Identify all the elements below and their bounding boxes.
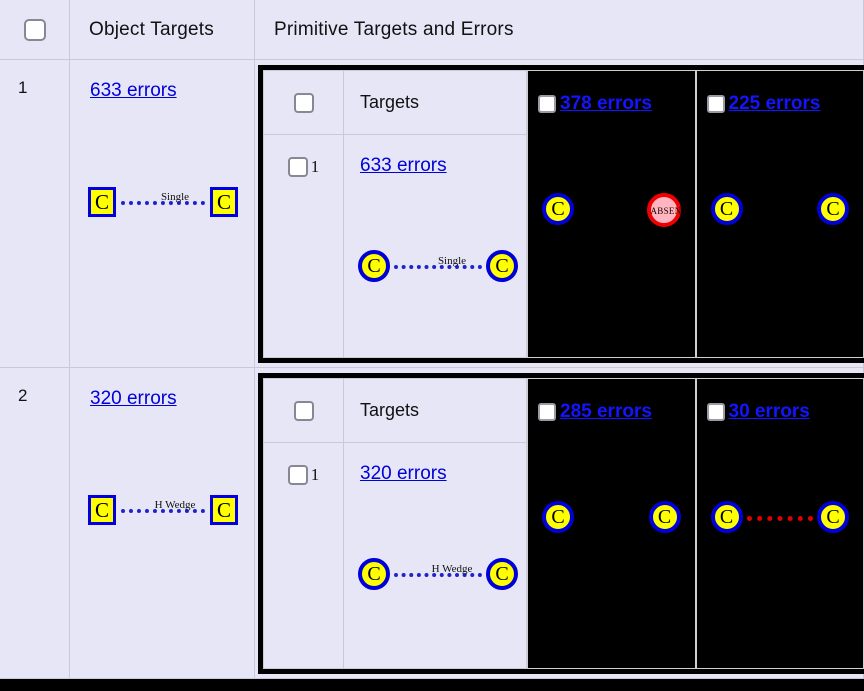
error-panel-header: 285 errors	[538, 401, 652, 423]
object-bond-line: H Wedge	[121, 499, 205, 516]
error-panel-link[interactable]: 30 errors	[728, 401, 810, 422]
error-molecule-diagram: C ABSENT	[542, 193, 687, 233]
object-atom-left: C	[88, 187, 116, 217]
header-select-all-cell	[0, 0, 70, 60]
primitive-bond-label: H Wedge	[431, 563, 473, 575]
object-targets-header-label: Object Targets	[89, 18, 214, 40]
primitive-cell: Targets 1	[255, 60, 864, 368]
primitive-targets-header-label: Targets	[360, 400, 420, 420]
table-header-row: Object Targets Primitive Targets and Err…	[0, 0, 864, 60]
primitive-row-content-cell: 320 errors H Wedge C C	[344, 443, 526, 668]
error-molecule-diagram: C C	[542, 501, 681, 541]
error-panel-header: 30 errors	[706, 401, 810, 423]
primitive-bond-line: Single	[394, 255, 482, 272]
header-object-targets-cell: Object Targets	[70, 0, 255, 60]
primitive-atom-right: C	[486, 558, 518, 590]
error-panel: 378 errors C ABSENT	[527, 70, 696, 358]
error-molecule-diagram: C C	[710, 193, 849, 233]
primitive-select-all-checkbox[interactable]	[293, 92, 314, 113]
primitive-header-check-cell	[264, 71, 344, 134]
primitive-row-index: 1	[310, 465, 320, 484]
primitive-table: Targets 1	[263, 70, 864, 358]
primitive-header-row: Targets	[264, 71, 526, 135]
primitive-panel-container: Targets 1	[258, 373, 864, 674]
primitive-header-check-cell	[264, 379, 344, 442]
primitive-body-row: 1 320 errors H Wedge C	[264, 443, 526, 668]
object-target-cell: 633 errors Single C C	[70, 60, 255, 368]
primitive-molecule-diagram: Single C C	[358, 250, 518, 290]
row-number-cell: 1	[0, 60, 70, 368]
error-panels: 285 errors C C 30 errors	[527, 378, 864, 669]
object-molecule-diagram: H Wedge C C	[88, 491, 238, 531]
error-panel-header: 378 errors	[538, 93, 652, 115]
primitive-header-title-cell: Targets	[344, 379, 526, 442]
primitive-errors-link[interactable]: 633 errors	[360, 155, 447, 176]
primitive-targets-table: Targets 1	[263, 70, 527, 358]
error-panel-checkbox[interactable]	[706, 95, 725, 113]
primitive-cell: Targets 1	[255, 368, 864, 679]
primitive-header-title-cell: Targets	[344, 71, 526, 134]
primitive-row-content-cell: 633 errors Single C C	[344, 135, 526, 357]
object-errors-link[interactable]: 633 errors	[90, 80, 177, 101]
object-bond-line: Single	[121, 191, 205, 208]
row-index: 1	[18, 78, 28, 97]
error-atom-left: C	[710, 193, 743, 225]
table-row: 2 320 errors H Wedge C C	[0, 368, 864, 679]
primitive-header-label: Primitive Targets and Errors	[274, 18, 514, 40]
error-panels: 378 errors C ABSENT 225 error	[527, 70, 864, 358]
error-panel-checkbox[interactable]	[706, 403, 725, 421]
primitive-row-checkbox[interactable]	[287, 157, 308, 177]
primitive-targets-table: Targets 1	[263, 378, 527, 669]
object-bond-label: H Wedge	[154, 499, 196, 511]
object-bond-label: Single	[160, 191, 190, 203]
error-panel-checkbox[interactable]	[538, 95, 556, 113]
error-atom-right: C	[817, 501, 849, 533]
primitive-errors-link[interactable]: 320 errors	[360, 463, 447, 484]
object-atom-right: C	[210, 495, 238, 525]
header-primitive-cell: Primitive Targets and Errors	[255, 0, 864, 60]
error-panel-link[interactable]: 285 errors	[560, 401, 652, 422]
error-atom-left: C	[710, 501, 743, 533]
primitive-header-row: Targets	[264, 379, 526, 443]
object-atom-left: C	[88, 495, 116, 525]
error-atom-left: C	[542, 193, 574, 225]
object-atom-right: C	[210, 187, 238, 217]
error-panel-header: 225 errors	[706, 93, 821, 115]
primitive-targets-header-label: Targets	[360, 92, 420, 112]
select-all-checkbox[interactable]	[23, 18, 46, 41]
table-row: 1 633 errors Single C C	[0, 60, 864, 368]
row-index: 2	[18, 386, 28, 405]
object-target-cell: 320 errors H Wedge C C	[70, 368, 255, 679]
error-atom-left: C	[542, 501, 574, 533]
primitive-panel-container: Targets 1	[258, 65, 864, 363]
error-panel-link[interactable]: 225 errors	[728, 93, 821, 114]
primitive-bond-line: H Wedge	[394, 563, 482, 580]
primitive-body-row: 1 633 errors Single C	[264, 135, 526, 357]
primitive-bond-label: Single	[437, 255, 467, 267]
primitive-atom-left: C	[358, 558, 390, 590]
object-errors-link[interactable]: 320 errors	[90, 388, 177, 409]
error-panel: 30 errors C C	[695, 378, 864, 669]
error-panel: 225 errors C C	[695, 70, 864, 358]
primitive-atom-left: C	[358, 250, 390, 282]
error-atom-absent: ABSENT	[646, 193, 687, 227]
error-atom-right: C	[648, 501, 681, 533]
primitive-row-index: 1	[310, 157, 320, 176]
error-panel-link[interactable]: 378 errors	[560, 93, 652, 114]
error-panel-checkbox[interactable]	[538, 403, 556, 421]
error-panel: 285 errors C C	[527, 378, 696, 669]
error-molecule-diagram: C C	[710, 501, 849, 541]
object-molecule-diagram: Single C C	[88, 183, 238, 223]
row-number-cell: 2	[0, 368, 70, 679]
error-bond-line	[746, 516, 813, 524]
primitive-table: Targets 1	[263, 378, 864, 669]
primitive-select-all-checkbox[interactable]	[293, 400, 314, 421]
error-atom-right: C	[817, 193, 849, 225]
primitive-row-checkbox[interactable]	[287, 465, 308, 485]
primitive-molecule-diagram: H Wedge C C	[358, 558, 518, 598]
primitive-row-check-cell: 1	[264, 135, 344, 357]
primitive-atom-right: C	[486, 250, 518, 282]
primitive-row-check-cell: 1	[264, 443, 344, 668]
